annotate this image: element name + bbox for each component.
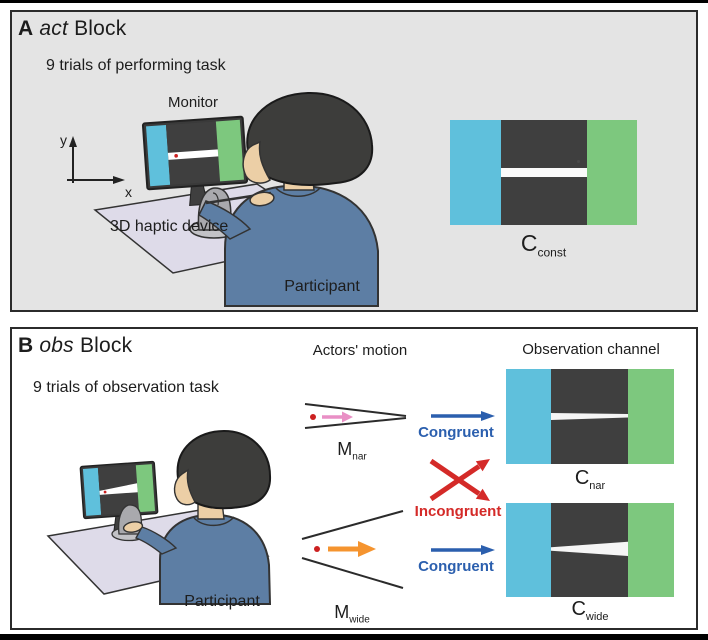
xy-axis-icon [67,136,125,184]
screen-cursor-dot [174,154,178,158]
motion-wide-label: Mwide [334,602,370,626]
hair-shape [246,91,374,186]
channel-wall-bottom [301,557,404,589]
observation-channel-header: Observation channel [522,341,660,358]
motion-arrow-pink-icon [322,411,353,423]
blue-stripe [450,120,501,225]
screen-channel-bar [99,483,138,495]
panel-b-title: B obs Block [18,334,132,358]
panel-b-obs-block: B obs Block 9 trials of observation task… [10,327,698,630]
channel-wall-top [301,510,404,540]
congruent-arrow-top-icon [431,411,495,421]
haptic-device-label: 3D haptic device [110,218,229,235]
monitor-screen [141,115,249,207]
start-dot [314,546,320,552]
panel-b-block-word: Block [79,334,133,357]
axis-x-label: x [125,184,132,200]
white-channel-wedge [551,541,628,556]
face-shape [242,140,271,184]
start-dot [310,414,316,420]
panel-b-subtitle: 9 trials of observation task [33,379,219,396]
channel-const-label: Cconst [520,230,567,260]
page-bottom-rule [0,634,708,640]
monitor-screen [79,460,159,532]
green-stripe [587,120,637,225]
screen-green-stripe [215,119,244,182]
obs-scene-illustration [46,429,272,605]
face-shape [173,468,196,506]
torso-shape [159,513,272,605]
green-stripe [628,369,674,464]
white-channel-taper [551,413,628,420]
screen-blue-stripe [82,467,102,516]
collar-line [275,187,321,197]
participant-figure [122,429,272,605]
hair-shape [176,429,272,510]
motion-nar-label: Mnar [337,439,367,463]
panel-b-tag: B [18,334,34,357]
congruent-arrow-bottom-icon [431,545,495,555]
hand-shape [249,191,275,207]
collar-line [193,516,235,527]
monitor-label: Monitor [167,94,219,111]
channel-wide-graphic [506,503,674,597]
participant-label-a: Participant [284,278,360,295]
participant-label-b: Participant [184,593,260,610]
participant-figure [198,91,379,307]
actors-motion-header: Actors' motion [312,342,408,359]
axis-y-label: y [60,132,67,148]
channel-nar-label: Cnar [574,467,606,492]
hand-shape [122,521,144,533]
congruent-label-top: Congruent [418,424,494,441]
panel-a-title: A act Block [18,17,126,41]
channel-wide-label: Cwide [571,598,609,623]
cursor-dot [577,160,580,163]
dark-stripe [551,369,628,464]
channel-wall-top [304,403,407,417]
screen-cursor-dot [103,490,107,494]
arm-sleeve-shape [198,200,252,240]
panel-a-block-word: Block [74,17,127,40]
page-top-rule [0,0,708,3]
motion-nar-diagram [304,403,407,429]
incongruent-label: Incongruent [414,503,502,520]
green-stripe [628,503,674,597]
channel-nar-graphic [506,369,674,464]
white-channel-bar [501,168,587,177]
dark-stripe [501,120,587,225]
panel-a-tag: A [18,17,34,40]
panel-b-block-name: obs [39,334,74,357]
channel-const-graphic [450,120,637,225]
screen-green-stripe [135,464,156,513]
channel-wall-bottom [304,417,407,429]
panel-a-subtitle: 9 trials of performing task [46,57,226,74]
screen-blue-stripe [146,124,171,187]
congruent-label-bottom: Congruent [418,558,494,575]
motion-arrow-orange-icon [328,541,376,557]
blue-stripe [506,369,551,464]
panel-a-act-block: A act Block 9 trials of performing task … [10,10,698,312]
act-scene-illustration [67,91,379,307]
screen-channel-bar [167,149,219,160]
panel-a-block-name: act [39,17,69,40]
blue-stripe [506,503,551,597]
motion-wide-diagram [301,510,404,589]
dark-stripe [551,503,628,597]
incongruent-cross-icon [429,458,490,502]
